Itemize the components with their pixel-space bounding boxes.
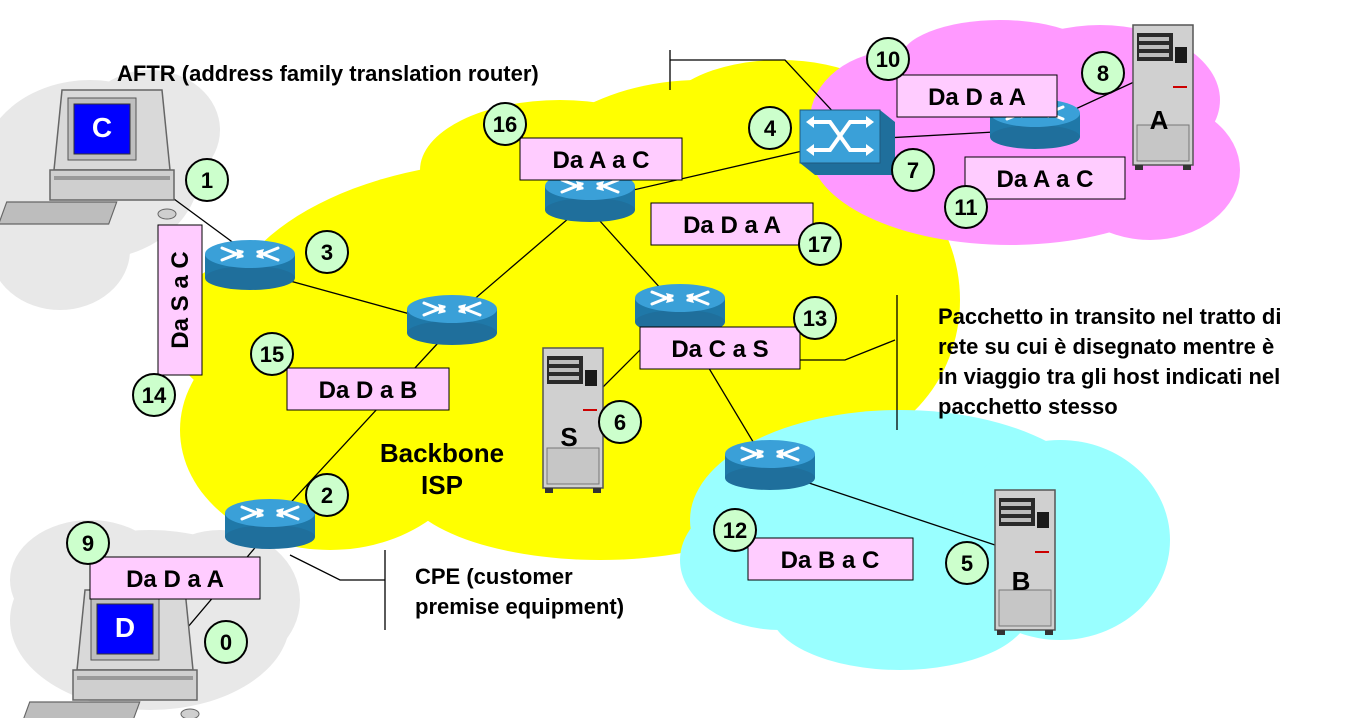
svg-text:0: 0 [220,630,232,655]
svg-text:17: 17 [808,232,832,257]
packet-box: Da D a B [286,367,450,411]
svg-text:8: 8 [1097,61,1109,86]
packet-label: Da A a C [553,147,650,174]
router-icon [405,293,499,347]
transit-note-line4: pacchetto stesso [938,394,1118,419]
svg-text:10: 10 [876,47,900,72]
packet-box: Da D a A [650,202,814,246]
svg-text:7: 7 [907,158,919,183]
step-marker: 12 [713,508,757,552]
step-marker: 1 [185,158,229,202]
server-s: S [542,347,604,494]
transit-note-line3: in viaggio tra gli host indicati nel [938,364,1280,389]
svg-text:12: 12 [723,518,747,543]
step-marker: 17 [798,222,842,266]
router-icon [203,238,297,292]
backbone-label-line1: Backbone [380,438,504,468]
host-c-label: C [92,112,112,143]
packet-label: Da D a B [319,377,418,404]
svg-text:11: 11 [954,195,977,220]
server-a: A [1132,24,1194,171]
svg-text:1: 1 [201,168,213,193]
packet-box: Da A a C [519,137,683,181]
cpe-router-icon [223,497,317,551]
transit-note-line2: rete su cui è disegnato mentre è [938,334,1274,359]
server-s-label: S [560,422,577,452]
step-marker: 5 [945,541,989,585]
packet-box: Da S a C [157,224,203,376]
step-marker: 7 [891,148,935,192]
step-marker: 3 [305,230,349,274]
aftr-annotation: AFTR (address family translation router) [117,61,539,86]
step-marker: 0 [204,620,248,664]
cpe-annotation-line2: premise equipment) [415,594,624,619]
svg-text:9: 9 [82,531,94,556]
step-marker: 2 [305,473,349,517]
step-marker: 6 [598,400,642,444]
server-a-label: A [1150,105,1169,135]
svg-text:13: 13 [803,306,827,331]
svg-text:2: 2 [321,483,333,508]
packet-box: Da D a A [89,556,261,600]
transit-note-line1: Pacchetto in transito nel tratto di [938,304,1281,329]
packet-box: Da D a A [896,74,1058,118]
svg-text:4: 4 [764,116,777,141]
step-marker: 11 [944,185,988,229]
step-marker: 15 [250,332,294,376]
callout-lines [289,50,898,630]
cpe-annotation-line1: CPE (customer [415,564,573,589]
packet-label: Da D a A [126,566,224,593]
svg-text:16: 16 [493,112,517,137]
step-marker: 9 [66,521,110,565]
packet-label: Da S a C [167,251,194,348]
aftr-router-icon [799,109,895,175]
svg-text:14: 14 [142,383,167,408]
host-d-label: D [115,612,135,643]
packet-label: Da A a C [997,166,1094,193]
packet-box: Da C a S [639,326,801,370]
svg-text:15: 15 [260,342,284,367]
host-d-computer: D [20,589,200,718]
svg-text:3: 3 [321,240,333,265]
packet-box: Da B a C [747,537,914,581]
packet-label: Da D a A [683,212,781,239]
router-icon [723,438,817,492]
packet-box: Da A a C [964,156,1126,200]
packet-label: Da B a C [781,547,880,574]
packet-label: Da C a S [671,336,768,363]
step-marker: 14 [132,373,176,417]
packet-label: Da D a A [928,84,1026,111]
step-marker: 13 [793,296,837,340]
server-b: B [994,489,1056,636]
step-marker: 16 [483,102,527,146]
step-marker: 4 [748,106,792,150]
host-c-computer: C [0,89,177,225]
server-b-label: B [1012,566,1031,596]
svg-text:6: 6 [614,410,626,435]
backbone-label-line2: ISP [421,470,463,500]
svg-text:5: 5 [961,551,973,576]
step-marker: 8 [1081,51,1125,95]
step-marker: 10 [866,37,910,81]
